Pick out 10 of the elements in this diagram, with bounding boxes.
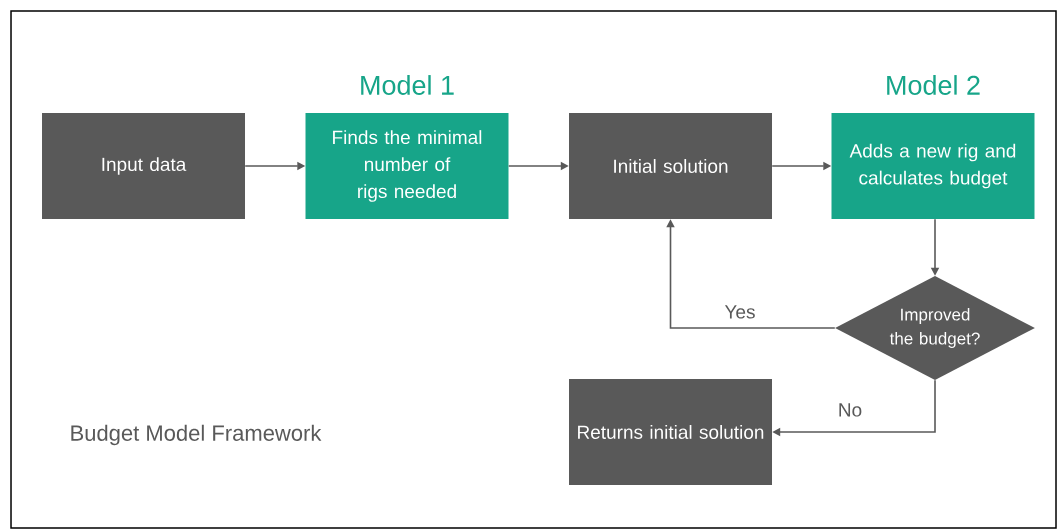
framework-label: Budget Model Framework [71,424,322,446]
model-heading: Model 2 [887,75,980,95]
process-box: Adds a new rig and calculates budget [831,113,1035,219]
process-box: Returns initial solution [569,379,772,485]
process-box: Initial solution [569,113,772,219]
process-box: Input data [42,113,245,219]
edge-label: Yes [722,303,758,321]
edge-label: No [835,401,865,419]
process-box: Finds the minimal number of rigs needed [305,113,509,219]
model-heading: Model 1 [361,75,454,95]
